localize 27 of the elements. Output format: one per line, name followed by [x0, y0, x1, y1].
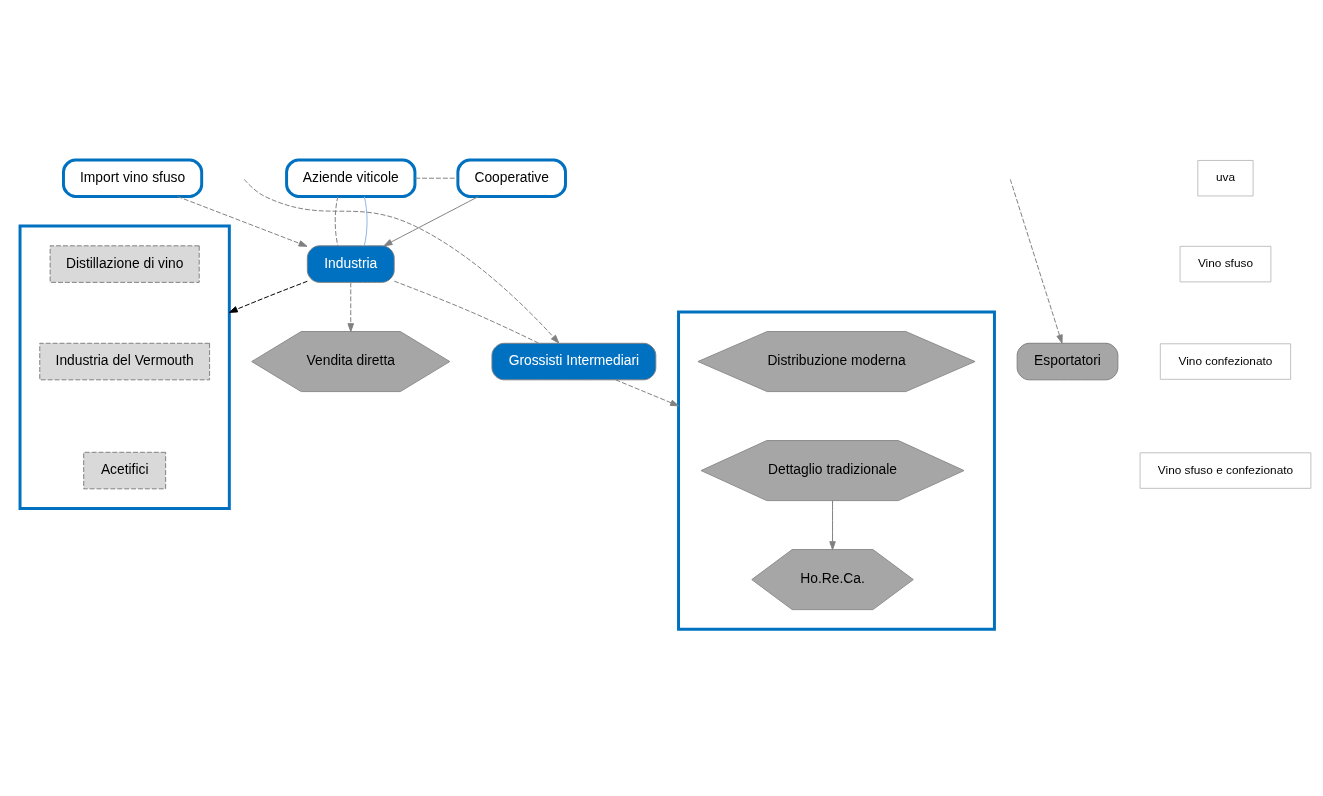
arrow	[243, 178, 560, 343]
arrow	[1009, 178, 1063, 344]
node-box: Import vino sfuso	[62, 157, 204, 198]
node-box: Distillazione di vino	[49, 244, 200, 283]
cluster	[677, 310, 996, 631]
connector	[363, 195, 368, 246]
connector	[334, 195, 339, 246]
node-box: Acetifici	[83, 451, 167, 489]
arrow	[615, 378, 680, 406]
arrow	[347, 281, 355, 332]
arrow	[383, 195, 479, 246]
node-box: Esportatori	[1016, 342, 1119, 380]
node-box: Cooperative	[456, 157, 567, 198]
legend-label: Vino sfuso	[1197, 255, 1253, 270]
node-box: Industria	[306, 244, 395, 283]
legend-label: uva	[1215, 169, 1236, 184]
connector	[414, 177, 459, 179]
arrow	[228, 280, 308, 313]
node-box: Grossisti Intermediari	[491, 342, 657, 380]
legend-label: Vino confezionato	[1178, 353, 1273, 368]
cluster	[18, 224, 231, 510]
arrow	[829, 499, 836, 550]
legend-label: Vino sfuso e confezionato	[1157, 462, 1294, 477]
node-box: Aziende viticole	[285, 157, 417, 198]
arrow	[177, 195, 308, 247]
connector	[393, 280, 540, 344]
node-box: Industria del Vermouth	[39, 342, 211, 380]
